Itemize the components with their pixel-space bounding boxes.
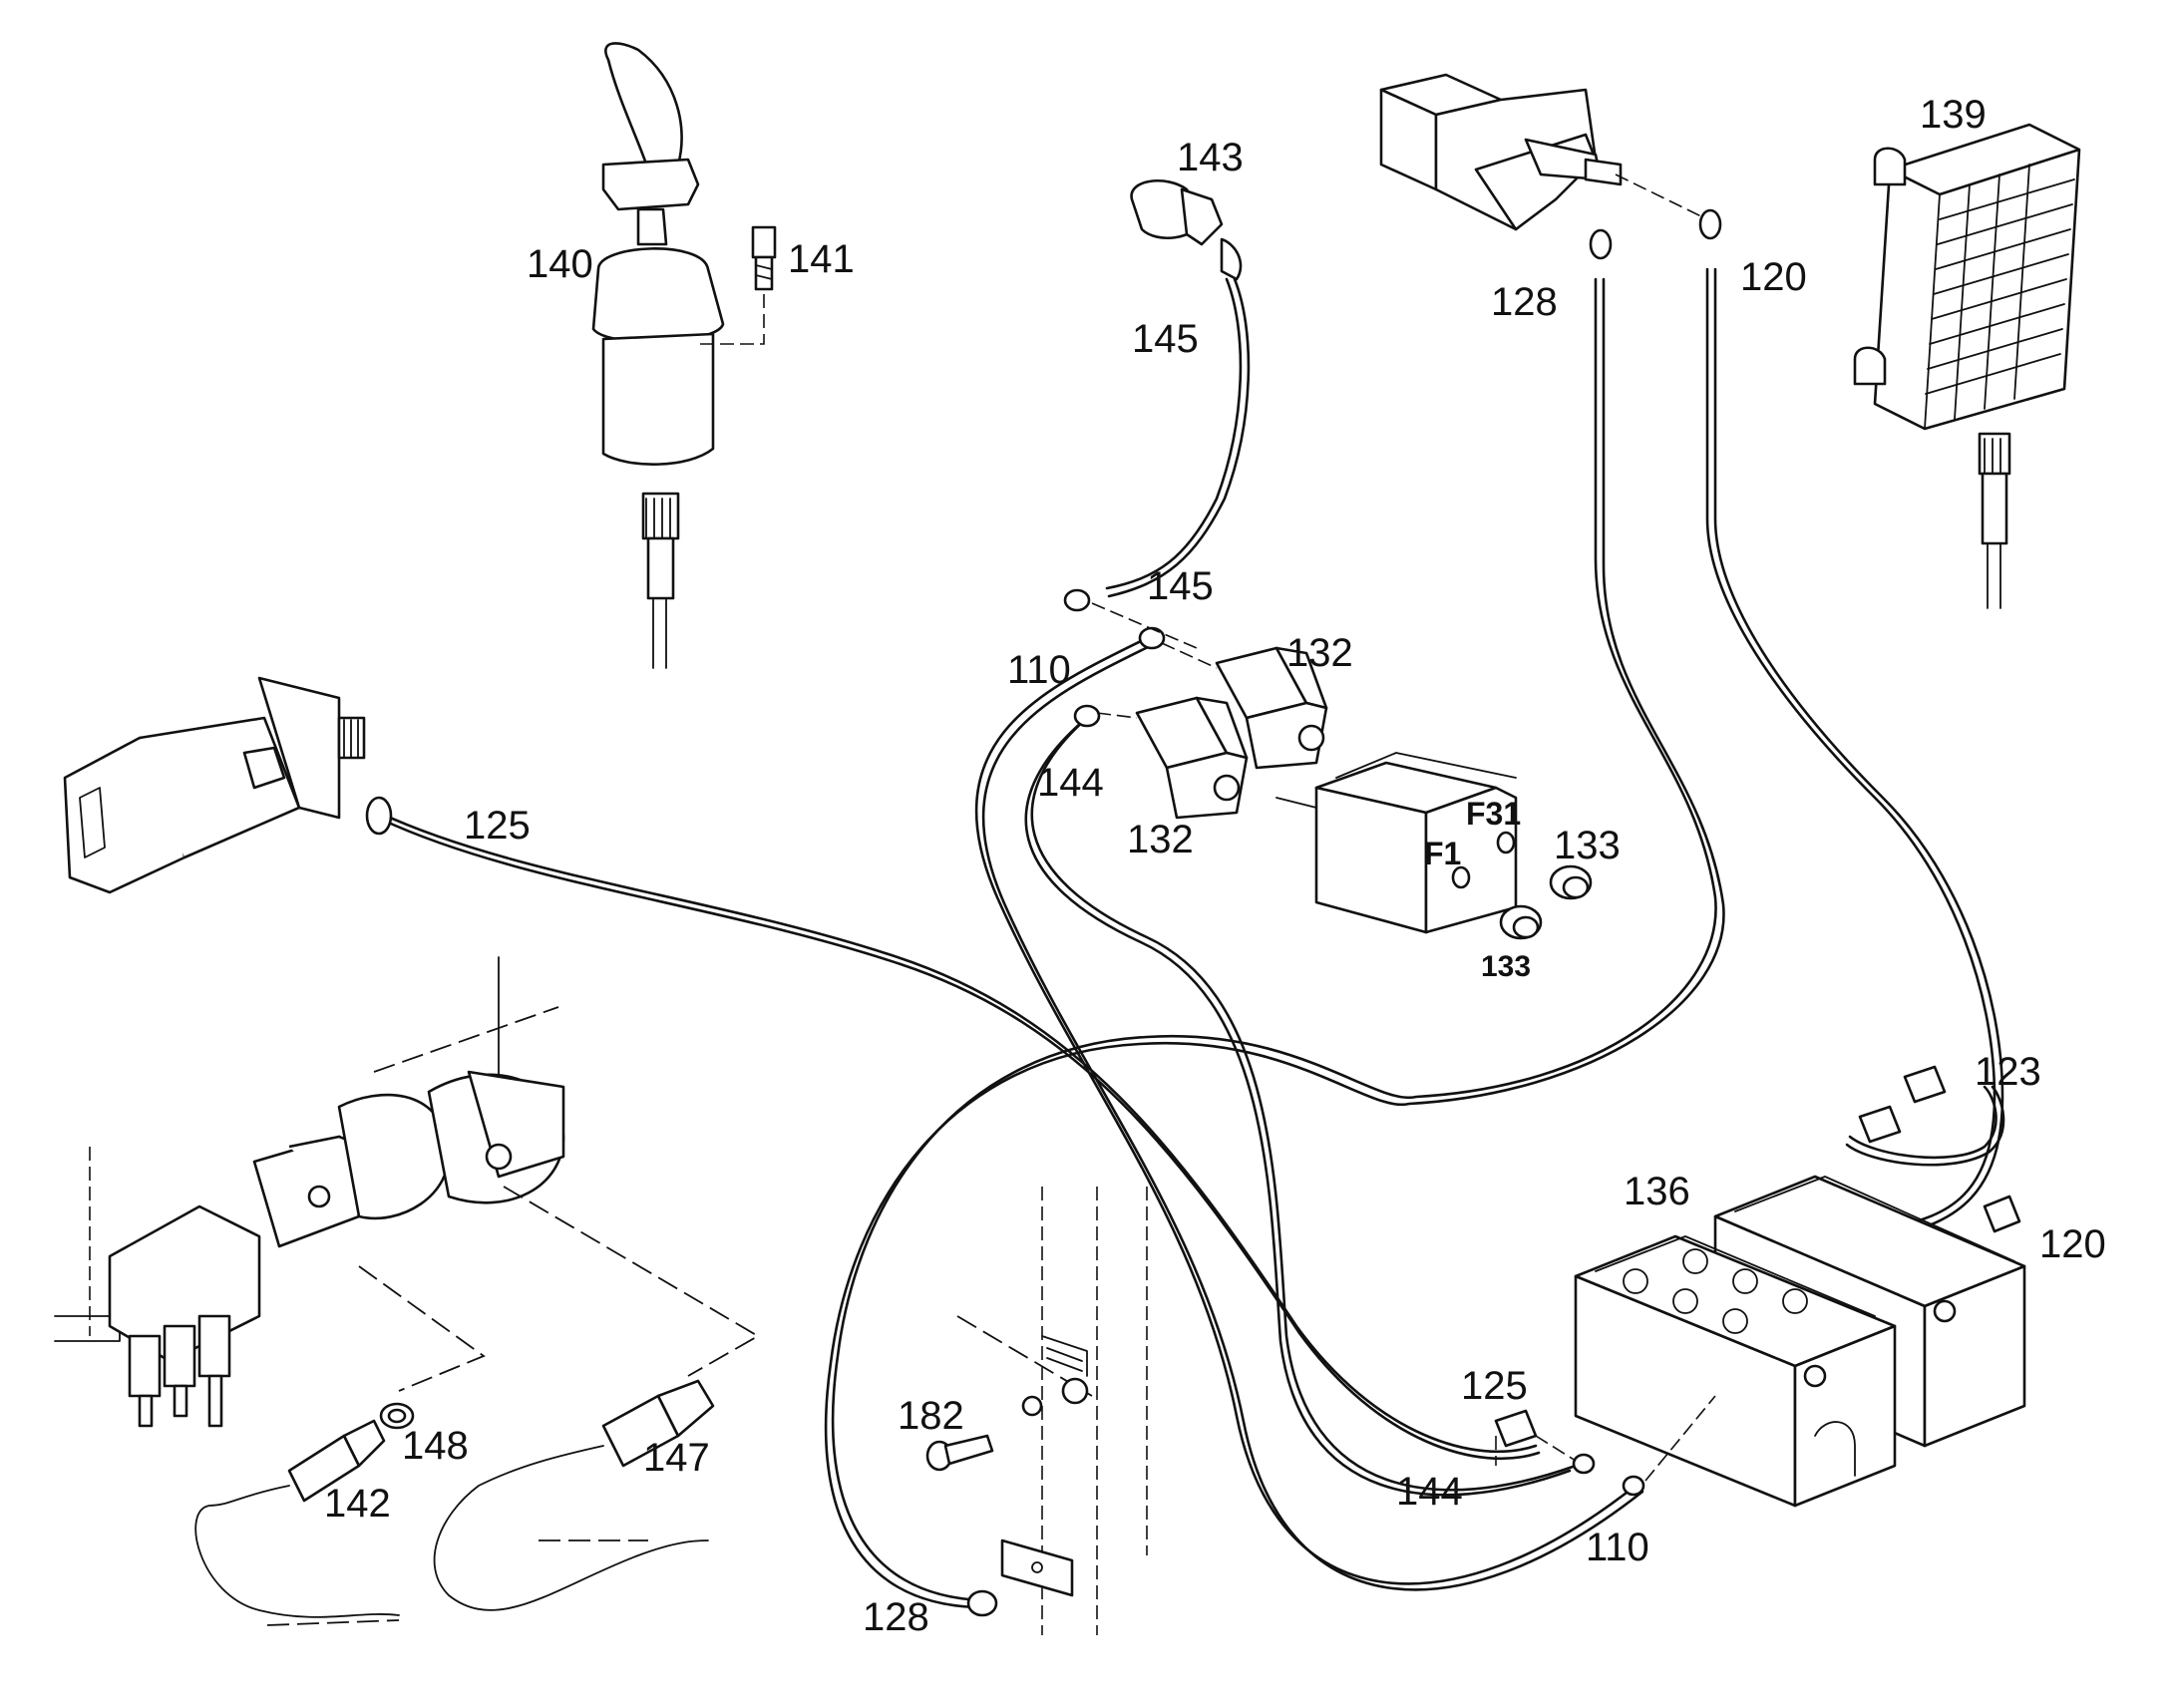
screw-141 bbox=[698, 225, 777, 345]
label-132-top: 132 bbox=[1286, 631, 1353, 675]
label-128-bottom: 128 bbox=[863, 1595, 929, 1639]
circuit-breaker-132-bottom bbox=[1135, 696, 1249, 820]
label-F31: F31 bbox=[1466, 796, 1522, 832]
label-110-top: 110 bbox=[1007, 648, 1071, 692]
label-132-bottom: 132 bbox=[1127, 818, 1194, 861]
control-module-139 bbox=[1853, 123, 2081, 609]
terminal-144-upper bbox=[1073, 704, 1101, 728]
label-133-right: 133 bbox=[1554, 824, 1621, 867]
sensor-142 bbox=[194, 1419, 400, 1626]
label-140: 140 bbox=[527, 242, 593, 286]
label-144-top: 144 bbox=[1037, 761, 1104, 805]
cable-128 bbox=[831, 277, 1717, 1602]
label-143: 143 bbox=[1177, 136, 1244, 179]
cable-145 bbox=[1105, 277, 1243, 590]
label-125-bottom: 125 bbox=[1461, 1364, 1528, 1408]
ground-bracket bbox=[956, 1187, 1148, 1635]
battery-clamp-120 bbox=[1983, 1195, 2021, 1233]
label-139: 139 bbox=[1920, 93, 1987, 137]
battery-136-front bbox=[1574, 1234, 1897, 1508]
label-128-top: 128 bbox=[1491, 280, 1558, 324]
fuse-cap-133-right bbox=[1549, 864, 1593, 900]
cable-110 bbox=[974, 636, 1637, 1585]
label-120-bottom: 120 bbox=[2039, 1222, 2106, 1266]
fuse-cap-133-left bbox=[1499, 904, 1543, 940]
label-F1: F1 bbox=[1424, 836, 1462, 871]
fuse-box bbox=[1275, 752, 1518, 934]
cable-125 bbox=[377, 811, 1538, 1453]
bolt-182 bbox=[925, 1434, 994, 1472]
sensor-143 bbox=[1130, 178, 1243, 281]
cable-144 bbox=[1030, 716, 1578, 1492]
terminal-110-upper bbox=[1138, 626, 1166, 650]
label-144-bottom: 144 bbox=[1396, 1470, 1463, 1514]
label-125-left: 125 bbox=[464, 804, 531, 848]
label-141: 141 bbox=[788, 237, 855, 281]
terminal-128-lower bbox=[966, 1589, 998, 1617]
label-123: 123 bbox=[1975, 1050, 2041, 1094]
sealing-ring-148 bbox=[379, 1402, 415, 1430]
joystick-140 bbox=[591, 42, 725, 669]
valve-block bbox=[54, 956, 760, 1428]
sensor-147 bbox=[433, 1379, 715, 1611]
label-145-top: 145 bbox=[1132, 317, 1199, 361]
pump-motor bbox=[63, 676, 393, 894]
cable-120 bbox=[1705, 267, 1997, 1228]
label-110-bottom: 110 bbox=[1586, 1526, 1649, 1569]
label-182: 182 bbox=[898, 1394, 964, 1438]
label-133-left: 133 bbox=[1481, 950, 1532, 983]
label-136: 136 bbox=[1624, 1170, 1690, 1213]
circuit-breaker-132-top bbox=[1215, 646, 1328, 770]
label-142: 142 bbox=[324, 1482, 391, 1526]
label-147: 147 bbox=[643, 1436, 710, 1480]
battery-cable-123 bbox=[1845, 1065, 2005, 1167]
battery-clamp-125 bbox=[1494, 1409, 1538, 1448]
terminal-145-upper bbox=[1063, 588, 1091, 612]
label-148: 148 bbox=[402, 1424, 469, 1468]
label-120-top: 120 bbox=[1740, 255, 1807, 299]
starter-motor bbox=[1379, 73, 1722, 260]
label-145-mid: 145 bbox=[1147, 564, 1214, 608]
